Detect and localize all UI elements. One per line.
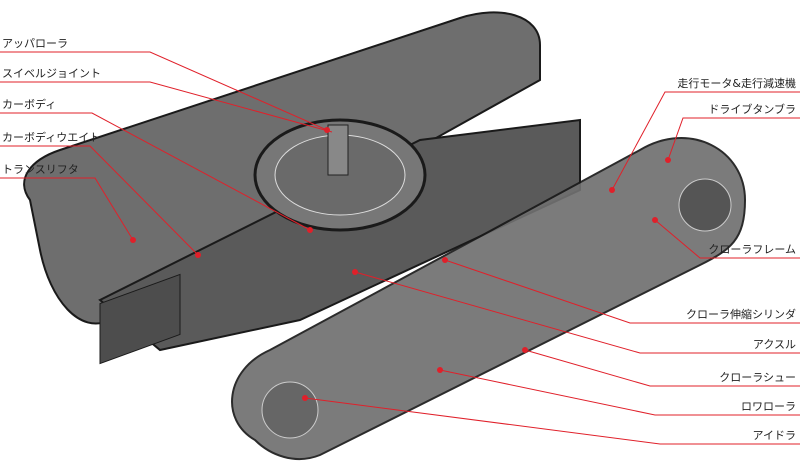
callout-dot [652, 217, 658, 223]
callout-dots [130, 127, 671, 401]
idler [261, 381, 319, 439]
callout-dot [307, 227, 313, 233]
leader-idler [304, 397, 800, 445]
drive-tumbler [678, 178, 732, 232]
callout-dot [324, 127, 330, 133]
callout-dot [302, 395, 308, 401]
label-drive-tumbler: ドライブタンブラ [708, 103, 796, 116]
callout-dot [609, 187, 615, 193]
label-idler: アイドラ [752, 429, 796, 442]
leader-car-body-weight [0, 145, 199, 256]
label-crawler-frame: クローラフレーム [708, 243, 796, 256]
label-upper-roller: アッパローラ [2, 37, 68, 50]
leader-crawler-cylinder [444, 259, 800, 324]
car-body-weight [99, 273, 181, 365]
label-car-body-weight: カーボディウエイト [2, 131, 101, 144]
label-swivel-joint: スイベルジョイント [2, 67, 101, 80]
label-travel-motor: 走行モータ&走行減速機 [677, 77, 796, 90]
callout-dot [352, 269, 358, 275]
callout-dot [437, 367, 443, 373]
callout-dot [130, 237, 136, 243]
callout-dot [665, 157, 671, 163]
leader-car-body [0, 112, 311, 231]
label-crawler-cylinder: クローラ伸縮シリンダ [686, 308, 796, 321]
callout-dot [522, 347, 528, 353]
leader-lower-roller [439, 369, 800, 416]
leader-travel-motor [611, 91, 800, 191]
label-axle: アクスル [752, 338, 796, 351]
callout-dot [195, 252, 201, 258]
leader-crawler-shoe [524, 349, 800, 387]
label-crawler-shoe: クローラシュー [719, 371, 796, 384]
leader-crawler-frame [654, 219, 800, 259]
front-crawler-track [231, 137, 747, 460]
leader-upper-roller [0, 51, 328, 131]
label-trans-lifter: トランスリフタ [2, 163, 79, 176]
leader-lines [0, 51, 800, 445]
swivel-joint [327, 124, 349, 176]
leader-trans-lifter [0, 177, 134, 241]
leader-swivel-joint [0, 81, 333, 133]
leader-drive-tumbler [667, 117, 800, 161]
label-car-body: カーボディ [2, 98, 57, 111]
label-lower-roller: ロワローラ [741, 400, 796, 413]
callout-dot [442, 257, 448, 263]
leader-axle [354, 271, 800, 354]
